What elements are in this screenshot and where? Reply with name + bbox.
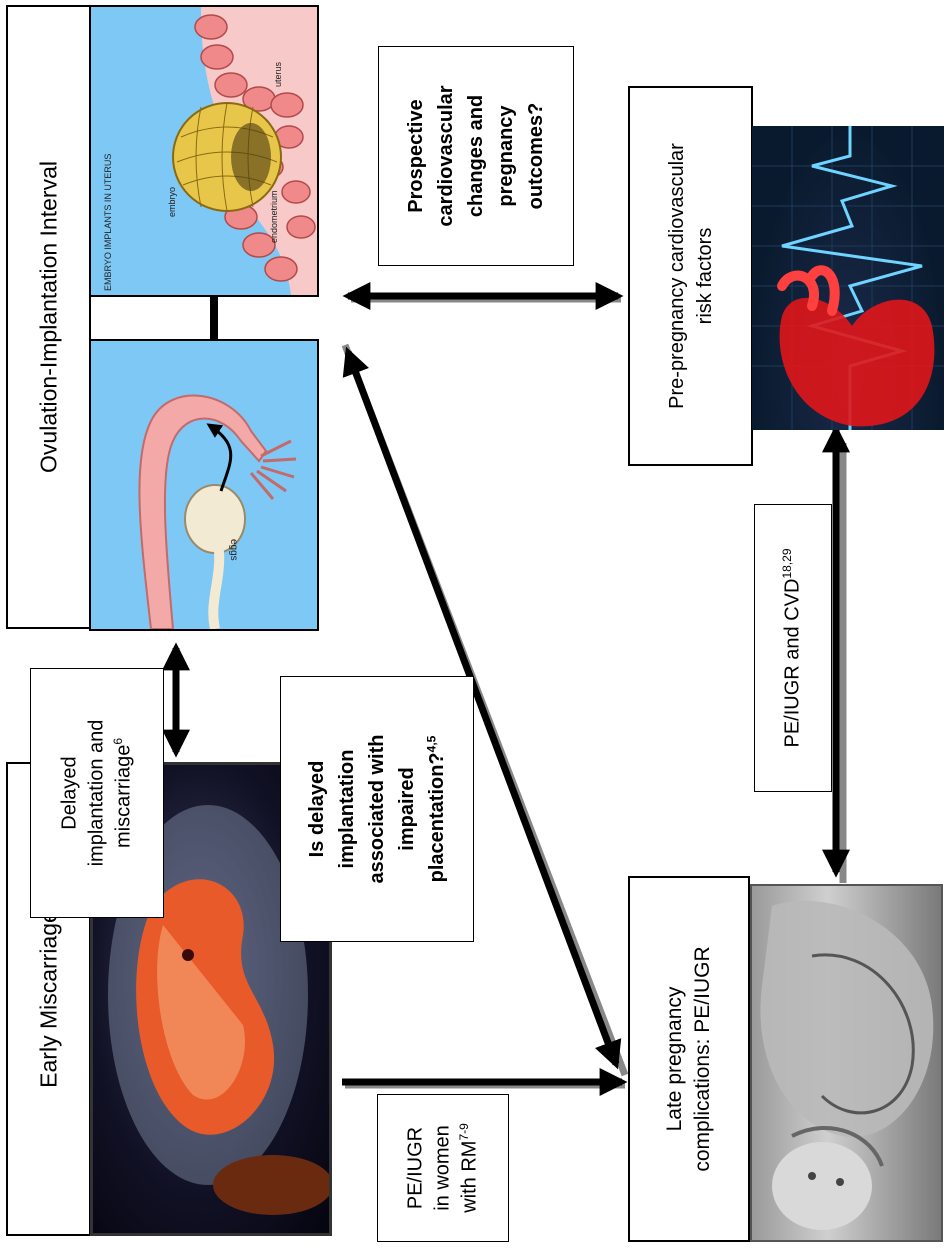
delayed-implantation-box: Delayed implantation and miscarriage6 [30, 668, 164, 918]
prospective-line3: changes and [461, 85, 491, 226]
pe-cvd-ref: 18,29 [780, 549, 794, 579]
pe-rm-ref: 7-9 [457, 1123, 471, 1140]
early-miscarriage-label: Early Miscarriage [35, 910, 62, 1088]
delayed-line3: miscarriage [113, 745, 135, 848]
ovulation-interval-label: Ovulation-Implantation Interval [35, 161, 62, 473]
pe-rm-line3: with RM [459, 1141, 481, 1213]
prospective-line4: pregnancy [491, 85, 521, 226]
heart-ecg-image [752, 126, 944, 430]
pe-rm-box: PE/IUGR in women with RM7-9 [377, 1094, 509, 1242]
question-line4: impaired [392, 735, 422, 884]
ovulation-interval-box: Ovulation-Implantation Interval [6, 5, 91, 629]
prepregnancy-line2: risk factors [691, 143, 719, 409]
question-line2: implantation [332, 735, 362, 884]
pe-cvd-text: PE/IUGR and CVD [782, 579, 804, 748]
question-line5: placentation? [426, 752, 448, 882]
prospective-line1: Prospective [401, 85, 431, 226]
pe-cvd-box: PE/IUGR and CVD18,29 [754, 504, 832, 792]
late-pregnancy-box: Late pregnancy complications: PE/IUGR [628, 876, 750, 1242]
question-line1: Is delayed [302, 735, 332, 884]
question-line3: associated with [362, 735, 392, 884]
fallopian-tube-image: eggs [89, 339, 319, 631]
implantation-image: EMBRYO IMPLANTS IN UTERUS embryo endomet… [89, 5, 319, 297]
uterus-label: uterus [273, 61, 283, 87]
question-ref: 4,5 [424, 736, 438, 753]
prepregnancy-box: Pre-pregnancy cardiovascular risk factor… [628, 86, 753, 466]
prospective-line5: outcomes? [521, 85, 551, 226]
prospective-box: Prospective cardiovascular changes and p… [378, 46, 574, 266]
delayed-ref: 6 [111, 738, 125, 745]
late-pregnancy-line2: complications: PE/IUGR [689, 946, 717, 1171]
pe-rm-line1: PE/IUGR [403, 1123, 430, 1213]
placentation-question-box: Is delayed implantation associated with … [280, 676, 474, 942]
delayed-line1: Delayed [57, 720, 84, 867]
prepregnancy-line1: Pre-pregnancy cardiovascular [663, 143, 691, 409]
delayed-line2: implantation and [84, 720, 111, 867]
baby-photo [750, 884, 943, 1242]
pe-rm-line2: in women [430, 1123, 457, 1213]
embryo-implants-label: EMBRYO IMPLANTS IN UTERUS [103, 154, 113, 291]
late-pregnancy-line1: Late pregnancy [661, 946, 689, 1171]
prospective-line2: cardiovascular [431, 85, 461, 226]
eggs-label: eggs [228, 539, 239, 561]
endometrium-label: endometrium [269, 190, 279, 243]
embryo-label: embryo [167, 187, 177, 217]
